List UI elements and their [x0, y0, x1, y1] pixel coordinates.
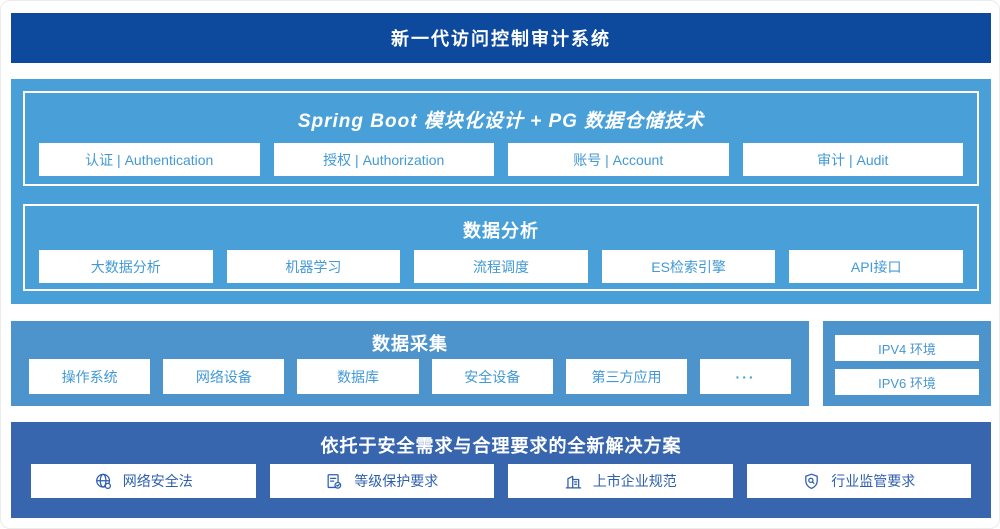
module-machine-learning: 机器学习 [226, 250, 401, 283]
data-analysis-title: 数据分析 [463, 221, 539, 241]
module-network-device: 网络设备 [163, 359, 285, 394]
data-collection-title: 数据采集 [372, 334, 448, 354]
analysis-module-row: 大数据分析 机器学习 流程调度 ES检索引擎 API接口 [39, 250, 963, 283]
platform-layer: Spring Boot 模块化设计 + PG 数据仓储技术 认证 | Authe… [11, 79, 991, 304]
module-more-ellipsis: ··· [700, 359, 791, 394]
module-third-party-app: 第三方应用 [565, 359, 688, 394]
solution-item-label: 网络安全法 [122, 473, 193, 489]
data-analysis-group: 数据分析 大数据分析 机器学习 流程调度 ES检索引擎 API接口 [23, 204, 979, 291]
solution-item-label: 行业监管要求 [831, 473, 916, 489]
env-ipv6: IPV6 环境 [835, 369, 979, 395]
env-ipv4: IPV4 环境 [835, 335, 979, 361]
module-bigdata-analysis: 大数据分析 [39, 250, 213, 283]
document-check-icon [325, 472, 344, 491]
module-audit: 审计 | Audit [742, 143, 963, 176]
solution-network-security-law: 网络安全法 [31, 464, 256, 498]
module-es-search-engine: ES检索引擎 [601, 250, 776, 283]
globe-icon [94, 472, 113, 491]
shield-search-icon [802, 472, 821, 491]
collection-module-row: 操作系统 网络设备 数据库 安全设备 第三方应用 ··· [29, 359, 791, 394]
platform-module-row: 认证 | Authentication 授权 | Authorization 账… [39, 143, 963, 176]
solution-item-label: 等级保护要求 [354, 473, 439, 489]
solution-item-label: 上市企业规范 [592, 473, 677, 489]
system-title: 新一代访问控制审计系统 [391, 29, 611, 49]
module-process-scheduling: 流程调度 [414, 250, 588, 283]
solution-classified-protection: 等级保护要求 [269, 464, 494, 498]
module-api-interface: API接口 [789, 250, 963, 283]
spring-boot-group-title: Spring Boot 模块化设计 + PG 数据仓储技术 [297, 111, 705, 132]
building-icon [564, 472, 583, 491]
module-security-device: 安全设备 [431, 359, 553, 394]
spring-boot-group: Spring Boot 模块化设计 + PG 数据仓储技术 认证 | Authe… [23, 91, 979, 186]
data-collection-layer: 数据采集 操作系统 网络设备 数据库 安全设备 第三方应用 ··· [11, 321, 809, 406]
module-authorization: 授权 | Authorization [273, 143, 494, 176]
module-database: 数据库 [297, 359, 419, 394]
solution-title: 依托于安全需求与合理要求的全新解决方案 [320, 436, 682, 456]
solution-industry-regulation: 行业监管要求 [746, 464, 971, 498]
module-operating-system: 操作系统 [29, 359, 151, 394]
system-title-banner: 新一代访问控制审计系统 [11, 13, 991, 63]
solution-listed-company: 上市企业规范 [508, 464, 733, 498]
solution-row: 网络安全法 等级保护要求 [31, 464, 971, 498]
module-authentication: 认证 | Authentication [39, 143, 260, 176]
module-account: 账号 | Account [508, 143, 729, 176]
environment-panel: IPV4 环境 IPV6 环境 [823, 321, 991, 406]
solution-layer: 依托于安全需求与合理要求的全新解决方案 网络安全法 [11, 422, 991, 518]
